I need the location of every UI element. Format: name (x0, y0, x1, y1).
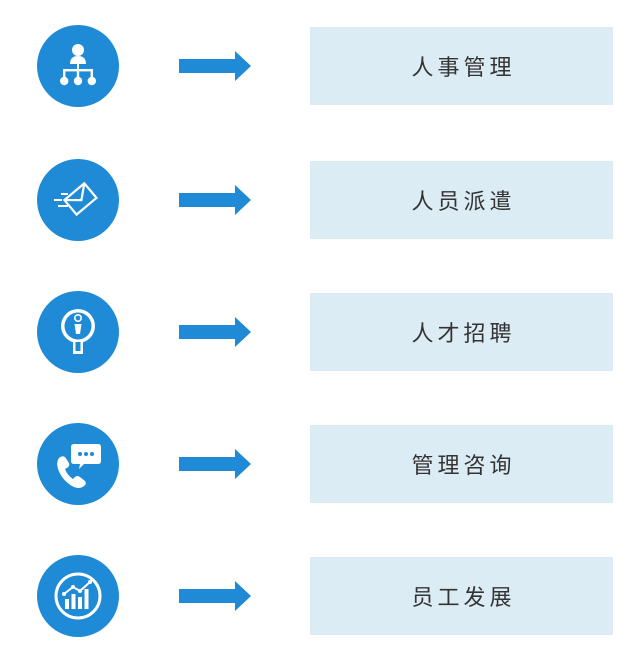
service-label: 管理咨询 (411, 454, 516, 479)
service-row-dispatch: 人员派遣 (0, 159, 630, 241)
service-label-box: 人员派遣 (310, 161, 613, 239)
service-row-development: 员工发展 (0, 555, 630, 637)
service-row-recruitment: 人才招聘 (0, 291, 630, 373)
right-arrow-icon (179, 317, 251, 347)
right-arrow-icon (179, 581, 251, 611)
service-label-box: 人事管理 (310, 27, 613, 105)
recruit-person-icon (37, 291, 119, 373)
service-label-box: 人才招聘 (310, 293, 613, 371)
service-row-consulting: 管理咨询 (0, 423, 630, 505)
right-arrow-icon (179, 449, 251, 479)
service-label: 员工发展 (411, 586, 516, 611)
phone-chat-icon (37, 423, 119, 505)
service-row-hr-management: 人事管理 (0, 25, 630, 107)
send-mail-icon (37, 159, 119, 241)
service-label: 人才招聘 (411, 322, 516, 347)
service-label-box: 员工发展 (310, 557, 613, 635)
growth-chart-icon (37, 555, 119, 637)
service-label-box: 管理咨询 (310, 425, 613, 503)
right-arrow-icon (179, 185, 251, 215)
service-label: 人事管理 (411, 56, 516, 81)
org-chart-icon (37, 25, 119, 107)
right-arrow-icon (179, 51, 251, 81)
service-label: 人员派遣 (411, 190, 516, 215)
